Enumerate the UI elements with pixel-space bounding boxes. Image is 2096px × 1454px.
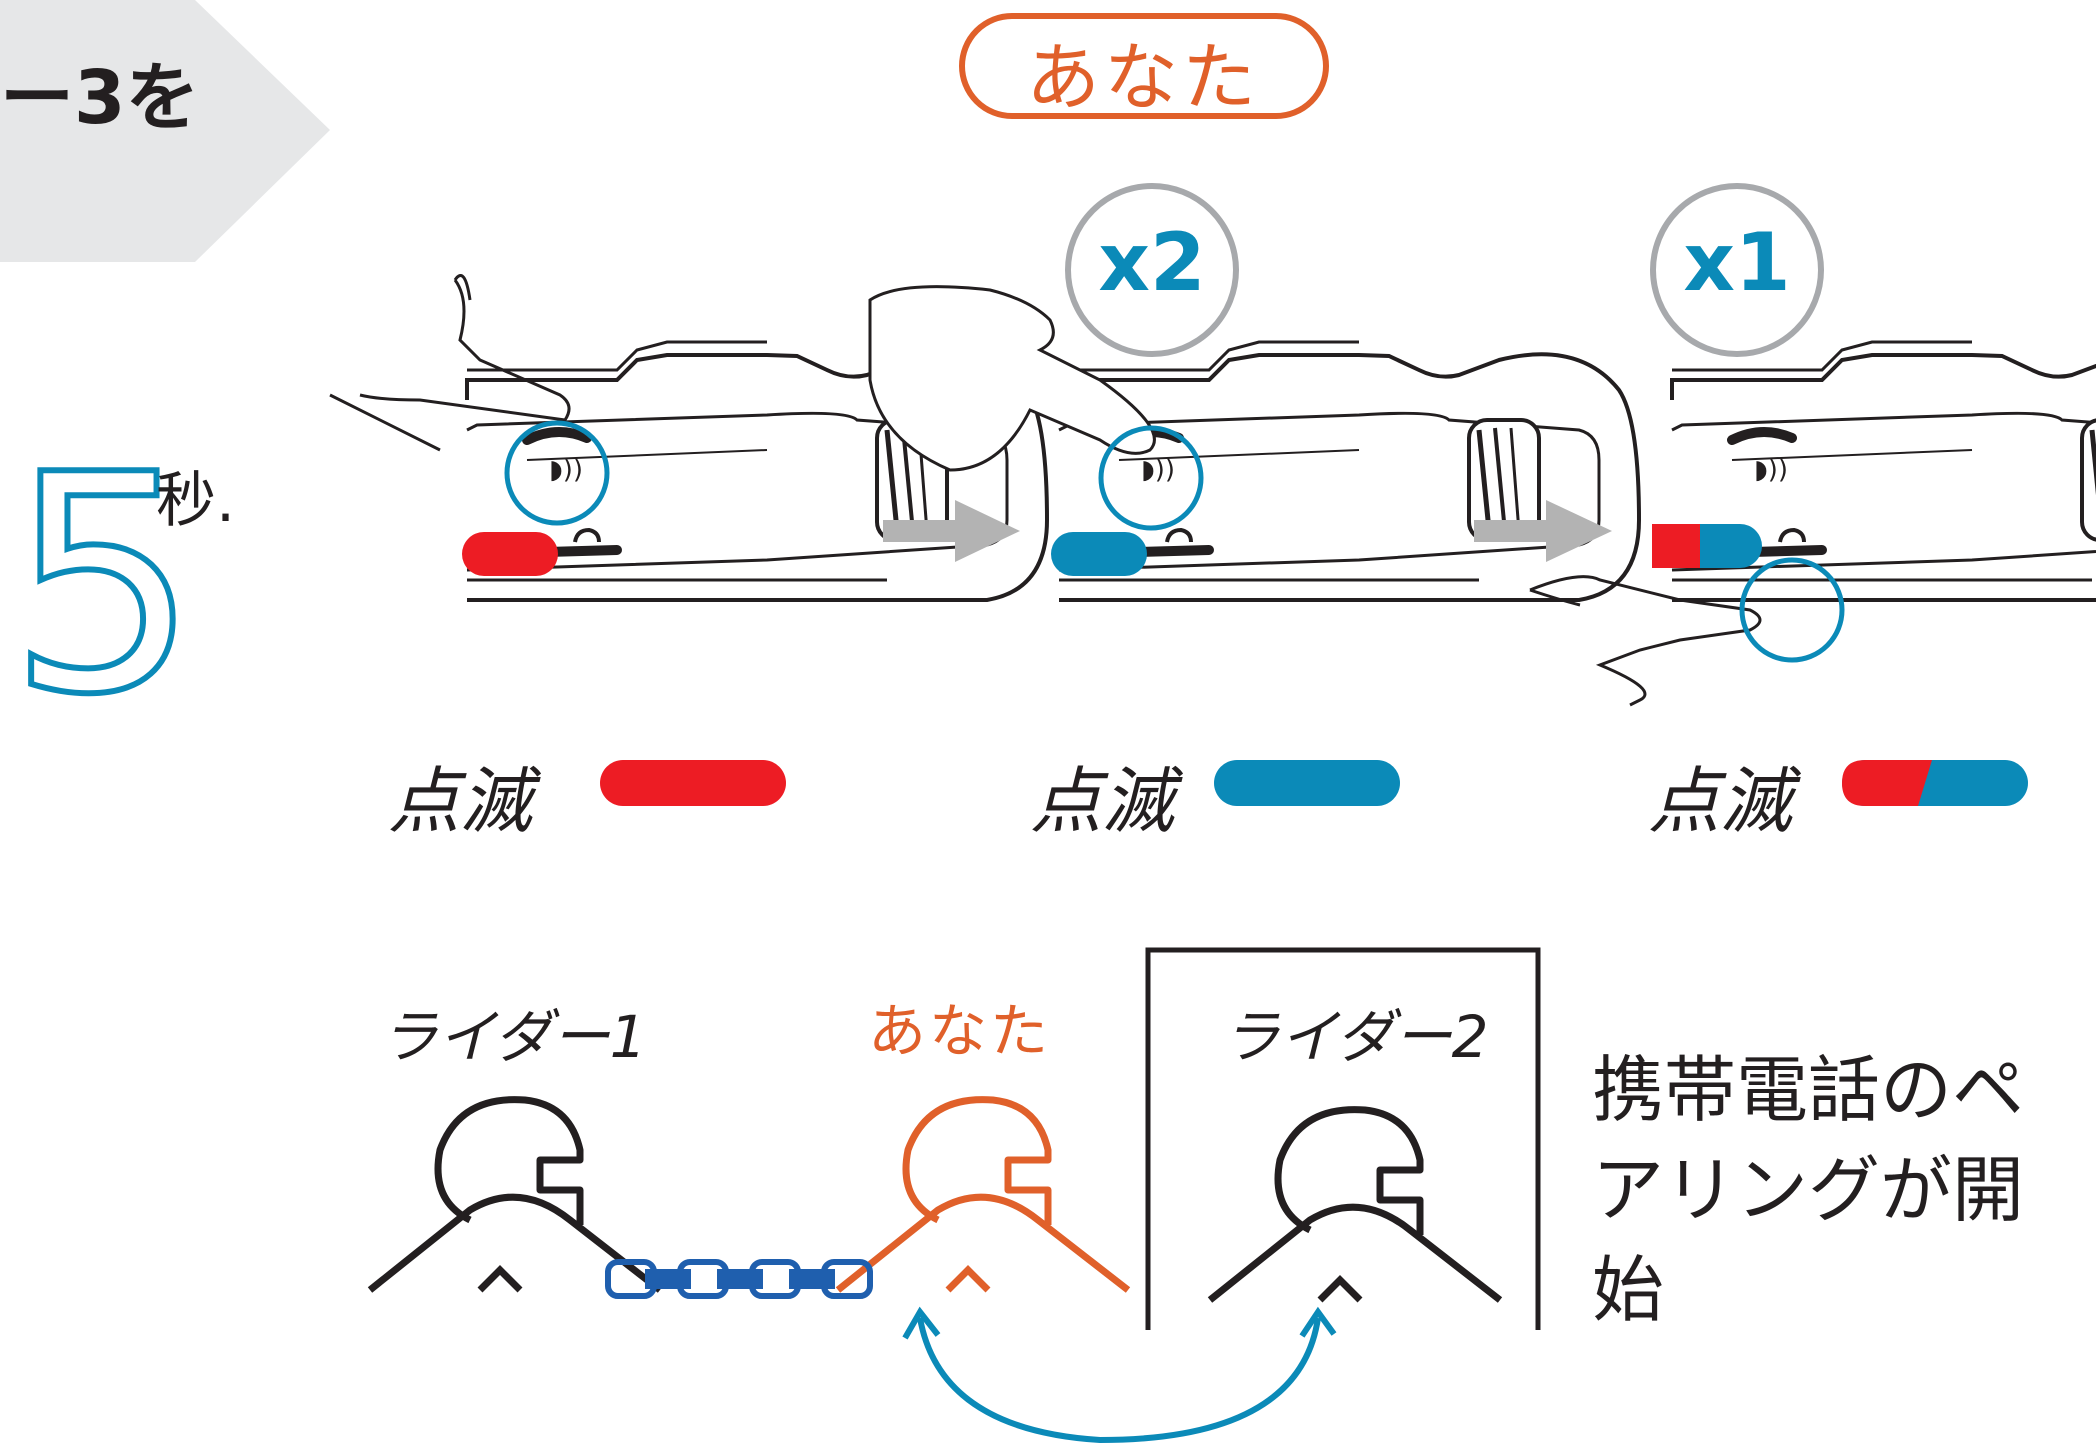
hold-seconds-number: 5 [5, 411, 202, 760]
you-pill [959, 13, 1329, 119]
press-count-x1: x1 [1683, 216, 1791, 309]
legend-led-red [600, 760, 786, 806]
led-red-blue [1652, 524, 1762, 568]
hand-press-icon [329, 274, 571, 452]
press-count-x2: x2 [1098, 216, 1206, 309]
legend-led-blue [1214, 760, 1400, 806]
blink-label-3: 点滅 [1648, 759, 1793, 843]
helmet-rider-icon [1210, 1110, 1500, 1300]
hold-seconds-unit: 秒. [156, 466, 236, 536]
press-target-circle [1098, 425, 1204, 531]
led-blue [1051, 532, 1147, 576]
chain-link-icon [605, 1259, 873, 1299]
rider1-label: ライダー1 [380, 1003, 647, 1071]
you-rider-label: あなた [868, 997, 1052, 1065]
double-arrow-icon [902, 1306, 1337, 1444]
blink-label-2: 点滅 [1030, 759, 1175, 843]
you-pill-label: あなた [1026, 35, 1260, 121]
step-tab-label: ー3を [0, 55, 200, 141]
press-target-circle [504, 420, 610, 526]
press-count-circle-1 [1065, 183, 1239, 357]
rider2-label: ライダー2 [1222, 1003, 1489, 1071]
helmet-rider-icon [838, 1100, 1128, 1290]
rider2-frame [1145, 947, 1541, 1330]
blink-label-1: 点滅 [388, 759, 533, 843]
arrow-right-icon [1474, 500, 1612, 562]
pairing-result-text: 携帯電話のペアリングが開始 [1592, 1048, 2025, 1332]
step-tab [0, 0, 330, 262]
press-count-circle-2 [1650, 183, 1824, 357]
led-red [462, 532, 558, 576]
arrow-right-icon [883, 500, 1020, 562]
hand-press-icon [1529, 575, 1762, 707]
hand-press-icon [868, 285, 1156, 472]
legend-led-red-blue [1842, 760, 2028, 806]
press-target-circle [1739, 557, 1845, 663]
headset-device-icon [1059, 342, 1639, 600]
